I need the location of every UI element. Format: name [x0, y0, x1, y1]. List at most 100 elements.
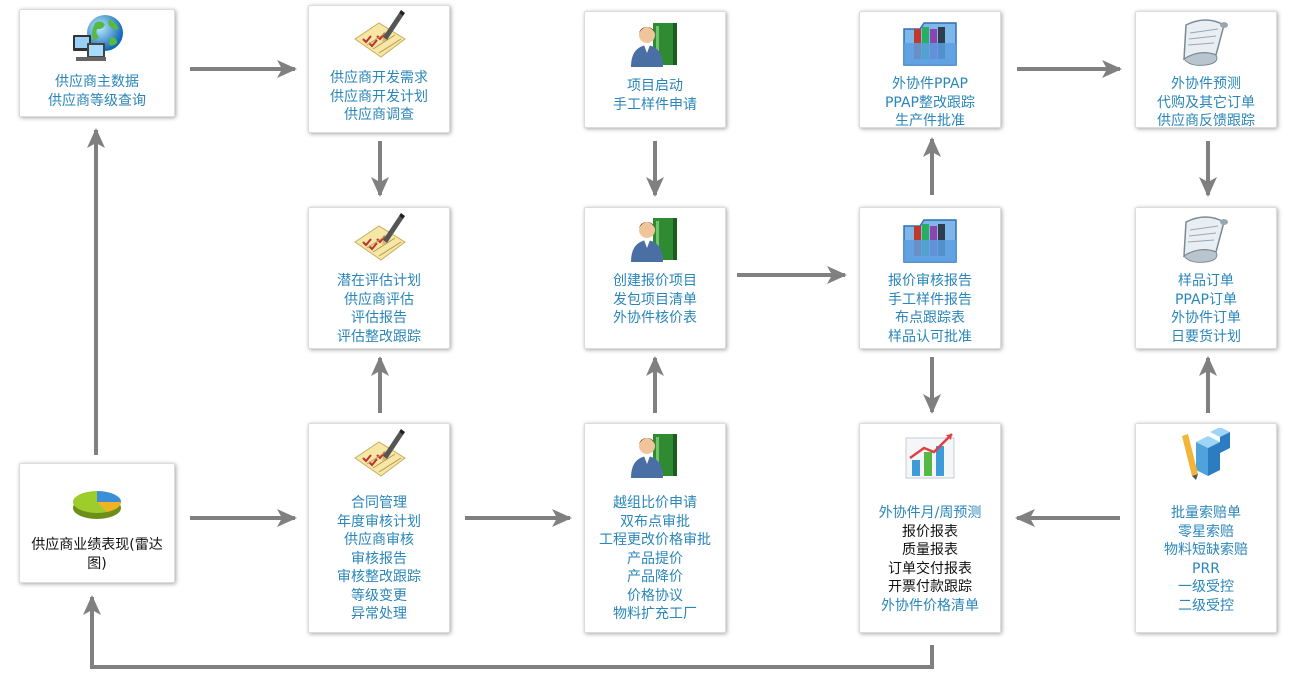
card-text: 合同管理年度审核计划供应商审核审核报告审核整改跟踪等级变更异常处理: [337, 494, 421, 624]
card-line[interactable]: 合同管理: [351, 495, 407, 511]
card-supplier-master[interactable]: 供应商主数据供应商等级查询: [19, 9, 175, 117]
card-line[interactable]: 供应商评估: [344, 291, 414, 308]
card-line[interactable]: 供应商调查: [344, 107, 414, 123]
card-performance[interactable]: 供应商业绩表现(雷达图): [19, 463, 175, 583]
person-book-icon: [625, 17, 685, 71]
card-quotation[interactable]: 创建报价项目发包项目清单外协件核价表: [584, 207, 726, 349]
card-forecast[interactable]: 外协件预测代购及其它订单供应商反馈跟踪: [1135, 11, 1277, 131]
card-line[interactable]: 发包项目清单: [613, 291, 697, 308]
card-text: 供应商业绩表现(雷达图): [31, 536, 162, 573]
blocks-ruler-icon: [1176, 428, 1236, 482]
card-line[interactable]: 零星索赔: [1178, 523, 1234, 540]
card-line[interactable]: 外协件订单: [1171, 310, 1241, 326]
card-line[interactable]: 生产件批准: [894, 113, 965, 129]
card-line[interactable]: 批量索赔单: [1171, 505, 1241, 521]
card-text: 报价审核报告手工样件报告布点跟踪表样品认可批准: [888, 272, 972, 346]
card-line[interactable]: 报价审核报告: [888, 273, 972, 289]
card-line[interactable]: 外协件月/周预测: [878, 505, 982, 521]
card-line[interactable]: 等级变更: [351, 587, 407, 604]
card-line[interactable]: 异常处理: [351, 606, 407, 622]
card-text: 外协件PPAP PPAP整改跟踪生产件批准: [885, 75, 975, 131]
card-line[interactable]: 审核整改跟踪: [337, 569, 421, 585]
card-project-start[interactable]: 项目启动手工样件申请: [584, 11, 726, 128]
card-line[interactable]: 布点跟踪表: [895, 310, 965, 326]
card-line[interactable]: 年度审核计划: [337, 513, 421, 530]
card-text: 供应商开发需求供应商开发计划供应商调查: [330, 69, 428, 125]
card-text: 潜在评估计划供应商评估评估报告评估整改跟踪: [337, 272, 421, 346]
card-price-approval[interactable]: 越组比价申请双布点审批工程更改价格审批产品提价产品降价价格协议物料扩充工厂: [584, 423, 726, 633]
card-line[interactable]: 供应商业绩表现(雷达: [31, 537, 163, 553]
arrow-weekly-to-performance: [83, 595, 934, 669]
card-line[interactable]: 日要货计划: [1171, 328, 1241, 345]
globe-computers-icon: [67, 13, 127, 67]
paper-scroll-icon: [1176, 212, 1236, 266]
card-line[interactable]: 样品订单: [1178, 273, 1234, 289]
card-text: 供应商主数据供应商等级查询: [48, 73, 146, 110]
card-dev-requirements[interactable]: 供应商开发需求供应商开发计划供应商调查: [308, 5, 450, 133]
card-claims[interactable]: 批量索赔单零星索赔物料短缺索赔 PRR 一级受控二级受控: [1135, 423, 1277, 633]
card-line[interactable]: 二级受控: [1178, 597, 1234, 614]
card-line[interactable]: 项目启动: [627, 78, 683, 94]
paper-scroll-icon: [1176, 15, 1236, 69]
card-line[interactable]: 报价报表: [902, 523, 958, 540]
card-line[interactable]: 物料短缺索赔: [1164, 542, 1248, 558]
card-line[interactable]: 双布点审批: [620, 513, 690, 530]
card-line[interactable]: PPAP订单: [1174, 291, 1237, 308]
bar-chart-icon: [900, 428, 960, 482]
card-line[interactable]: 供应商等级查询: [48, 92, 146, 109]
card-line[interactable]: 外协件PPAP: [891, 76, 968, 92]
binder-folder-icon: [900, 15, 960, 69]
pie-chart-icon: [67, 474, 127, 528]
card-line[interactable]: 手工样件报告: [888, 291, 972, 308]
card-line[interactable]: 供应商审核: [344, 532, 414, 548]
binder-folder-icon: [900, 212, 960, 266]
card-text: 批量索赔单零星索赔物料短缺索赔 PRR 一级受控二级受控: [1164, 504, 1248, 615]
card-line[interactable]: 图): [87, 555, 107, 572]
card-line[interactable]: 供应商开发需求: [330, 70, 428, 86]
card-contract[interactable]: 合同管理年度审核计划供应商审核审核报告审核整改跟踪等级变更异常处理: [308, 423, 450, 633]
card-line[interactable]: 创建报价项目: [613, 273, 697, 289]
card-line[interactable]: 价格协议: [627, 587, 683, 604]
card-line[interactable]: 开票付款跟踪: [888, 579, 972, 595]
card-line[interactable]: 物料扩充工厂: [613, 606, 697, 622]
person-book-icon: [625, 428, 685, 482]
card-line[interactable]: 外协件价格清单: [881, 597, 979, 614]
card-text: 样品订单 PPAP订单外协件订单日要货计划: [1171, 272, 1241, 346]
card-text: 创建报价项目发包项目清单外协件核价表: [613, 272, 697, 328]
card-evaluation[interactable]: 潜在评估计划供应商评估评估报告评估整改跟踪: [308, 207, 450, 349]
card-line[interactable]: 外协件预测: [1171, 76, 1241, 92]
card-line[interactable]: 质量报表: [902, 542, 958, 558]
card-weekly-forecast[interactable]: 外协件月/周预测报价报表质量报表订单交付报表开票付款跟踪外协件价格清单: [859, 423, 1001, 633]
card-text: 项目启动手工样件申请: [613, 77, 697, 114]
card-line[interactable]: 审核报告: [351, 550, 407, 567]
card-line[interactable]: 产品降价: [627, 569, 683, 585]
card-line[interactable]: PRR: [1192, 560, 1220, 577]
card-line[interactable]: 一级受控: [1178, 579, 1234, 595]
pen-checklist-icon: [349, 428, 409, 482]
card-reports[interactable]: 报价审核报告手工样件报告布点跟踪表样品认可批准: [859, 207, 1001, 349]
person-book-icon: [625, 212, 685, 266]
card-ppap[interactable]: 外协件PPAP PPAP整改跟踪生产件批准: [859, 11, 1001, 131]
card-text: 外协件预测代购及其它订单供应商反馈跟踪: [1157, 75, 1255, 131]
card-line[interactable]: 手工样件申请: [613, 96, 697, 113]
card-line[interactable]: 供应商主数据: [55, 74, 139, 90]
card-line[interactable]: PPAP整改跟踪: [884, 94, 975, 111]
card-text: 外协件月/周预测报价报表质量报表订单交付报表开票付款跟踪外协件价格清单: [879, 504, 982, 615]
card-line[interactable]: 供应商反馈跟踪: [1157, 113, 1255, 129]
card-orders[interactable]: 样品订单 PPAP订单外协件订单日要货计划: [1135, 207, 1277, 349]
card-line[interactable]: 样品认可批准: [888, 328, 972, 345]
card-text: 越组比价申请双布点审批工程更改价格审批产品提价产品降价价格协议物料扩充工厂: [599, 494, 711, 624]
card-line[interactable]: 越组比价申请: [613, 495, 697, 511]
pen-checklist-icon: [349, 212, 409, 266]
card-line[interactable]: 评估整改跟踪: [337, 328, 421, 345]
card-line[interactable]: 供应商开发计划: [330, 88, 428, 105]
card-line[interactable]: 订单交付报表: [888, 560, 972, 577]
card-line[interactable]: 潜在评估计划: [337, 273, 421, 289]
pen-checklist-icon: [349, 9, 409, 63]
card-line[interactable]: 代购及其它订单: [1157, 94, 1255, 111]
card-line[interactable]: 工程更改价格审批: [599, 532, 711, 548]
card-line[interactable]: 外协件核价表: [613, 310, 697, 326]
card-line[interactable]: 产品提价: [627, 550, 683, 567]
card-line[interactable]: 评估报告: [351, 310, 407, 326]
